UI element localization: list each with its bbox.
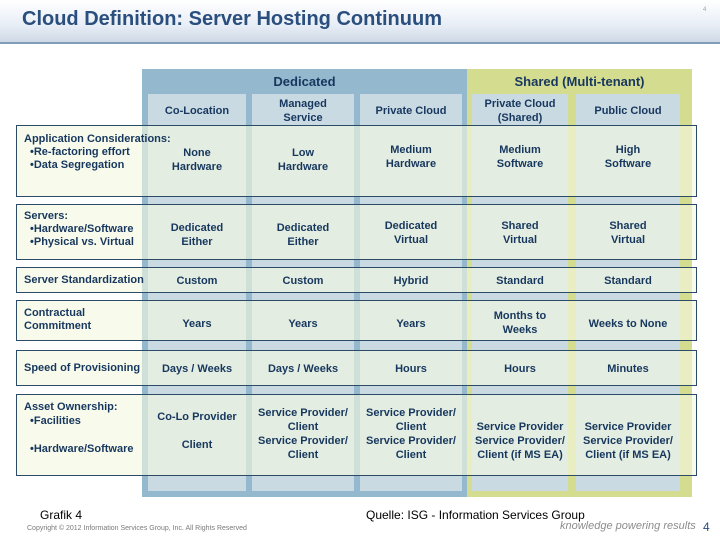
- row-label-application: Application Considerations: •Re-factorin…: [24, 133, 171, 171]
- page-number: 4: [703, 520, 710, 534]
- corner-mark: 4: [703, 7, 707, 13]
- column-header-public-cloud: Public Cloud: [594, 105, 662, 117]
- cell-asset-private-cloud: Service Provider/ Client Service Provide…: [366, 407, 456, 461]
- cell-speed-private-cloud: Hours: [395, 363, 427, 375]
- cell-std-colocation: Custom: [176, 275, 218, 287]
- shared-header: Shared (Multi-tenant): [514, 74, 645, 89]
- cell-asset-managed: Service Provider/ Client Service Provide…: [258, 407, 348, 461]
- cell-speed-managed: Days / Weeks: [267, 363, 339, 375]
- brand-tagline: knowledge powering results: [560, 520, 696, 532]
- cell-contract-public-cloud: Weeks to None: [588, 318, 668, 330]
- cell-asset-colocation: Co-Lo Provider Client: [157, 411, 237, 451]
- row-label-servers: Servers: •Hardware/Software •Physical vs…: [24, 210, 134, 248]
- row-speed-of-provisioning: [16, 350, 697, 386]
- figure-label: Grafik 4: [40, 508, 83, 522]
- row-application-considerations: [16, 125, 697, 197]
- row-label-contractual: Contractual Commitment: [24, 307, 92, 332]
- column-header-colocation: Co-Location: [164, 105, 230, 117]
- cell-speed-public-cloud: Minutes: [607, 363, 649, 375]
- row-label-asset: Asset Ownership: •Facilities •Hardware/S…: [24, 401, 134, 455]
- cell-std-managed: Custom: [282, 275, 324, 287]
- copyright-notice: Copyright © 2012 Information Services Gr…: [27, 525, 247, 532]
- row-label-standardization: Server Standardization: [24, 274, 144, 286]
- source-citation: Quelle: ISG - Information Services Group: [366, 508, 585, 522]
- row-asset-ownership: [16, 394, 697, 476]
- cell-contract-managed: Years: [288, 318, 318, 330]
- cell-std-private-cloud: Hybrid: [393, 275, 429, 287]
- column-header-private-cloud: Private Cloud: [375, 105, 447, 117]
- cell-contract-private-cloud: Years: [396, 318, 426, 330]
- slide-title: Cloud Definition: Server Hosting Continu…: [22, 8, 442, 30]
- cell-std-public-cloud: Standard: [604, 275, 652, 287]
- cell-std-private-shared: Standard: [496, 275, 544, 287]
- row-label-speed: Speed of Provisioning: [24, 362, 141, 374]
- title-bar: Cloud Definition: Server Hosting Continu…: [0, 0, 720, 44]
- cell-asset-public-cloud: Service Provider Service Provider/ Clien…: [583, 421, 673, 461]
- row-contractual-commitment: [16, 300, 697, 341]
- row-server-standardization: [16, 267, 697, 293]
- cell-speed-private-shared: Hours: [504, 363, 536, 375]
- row-servers: [16, 204, 697, 260]
- cell-speed-colocation: Days / Weeks: [161, 363, 233, 375]
- dedicated-header: Dedicated: [273, 74, 336, 89]
- cell-asset-private-shared: Service Provider Service Provider/ Clien…: [475, 421, 565, 461]
- column-header-private-shared: Private Cloud(Shared): [484, 98, 556, 124]
- cell-contract-colocation: Years: [182, 318, 212, 330]
